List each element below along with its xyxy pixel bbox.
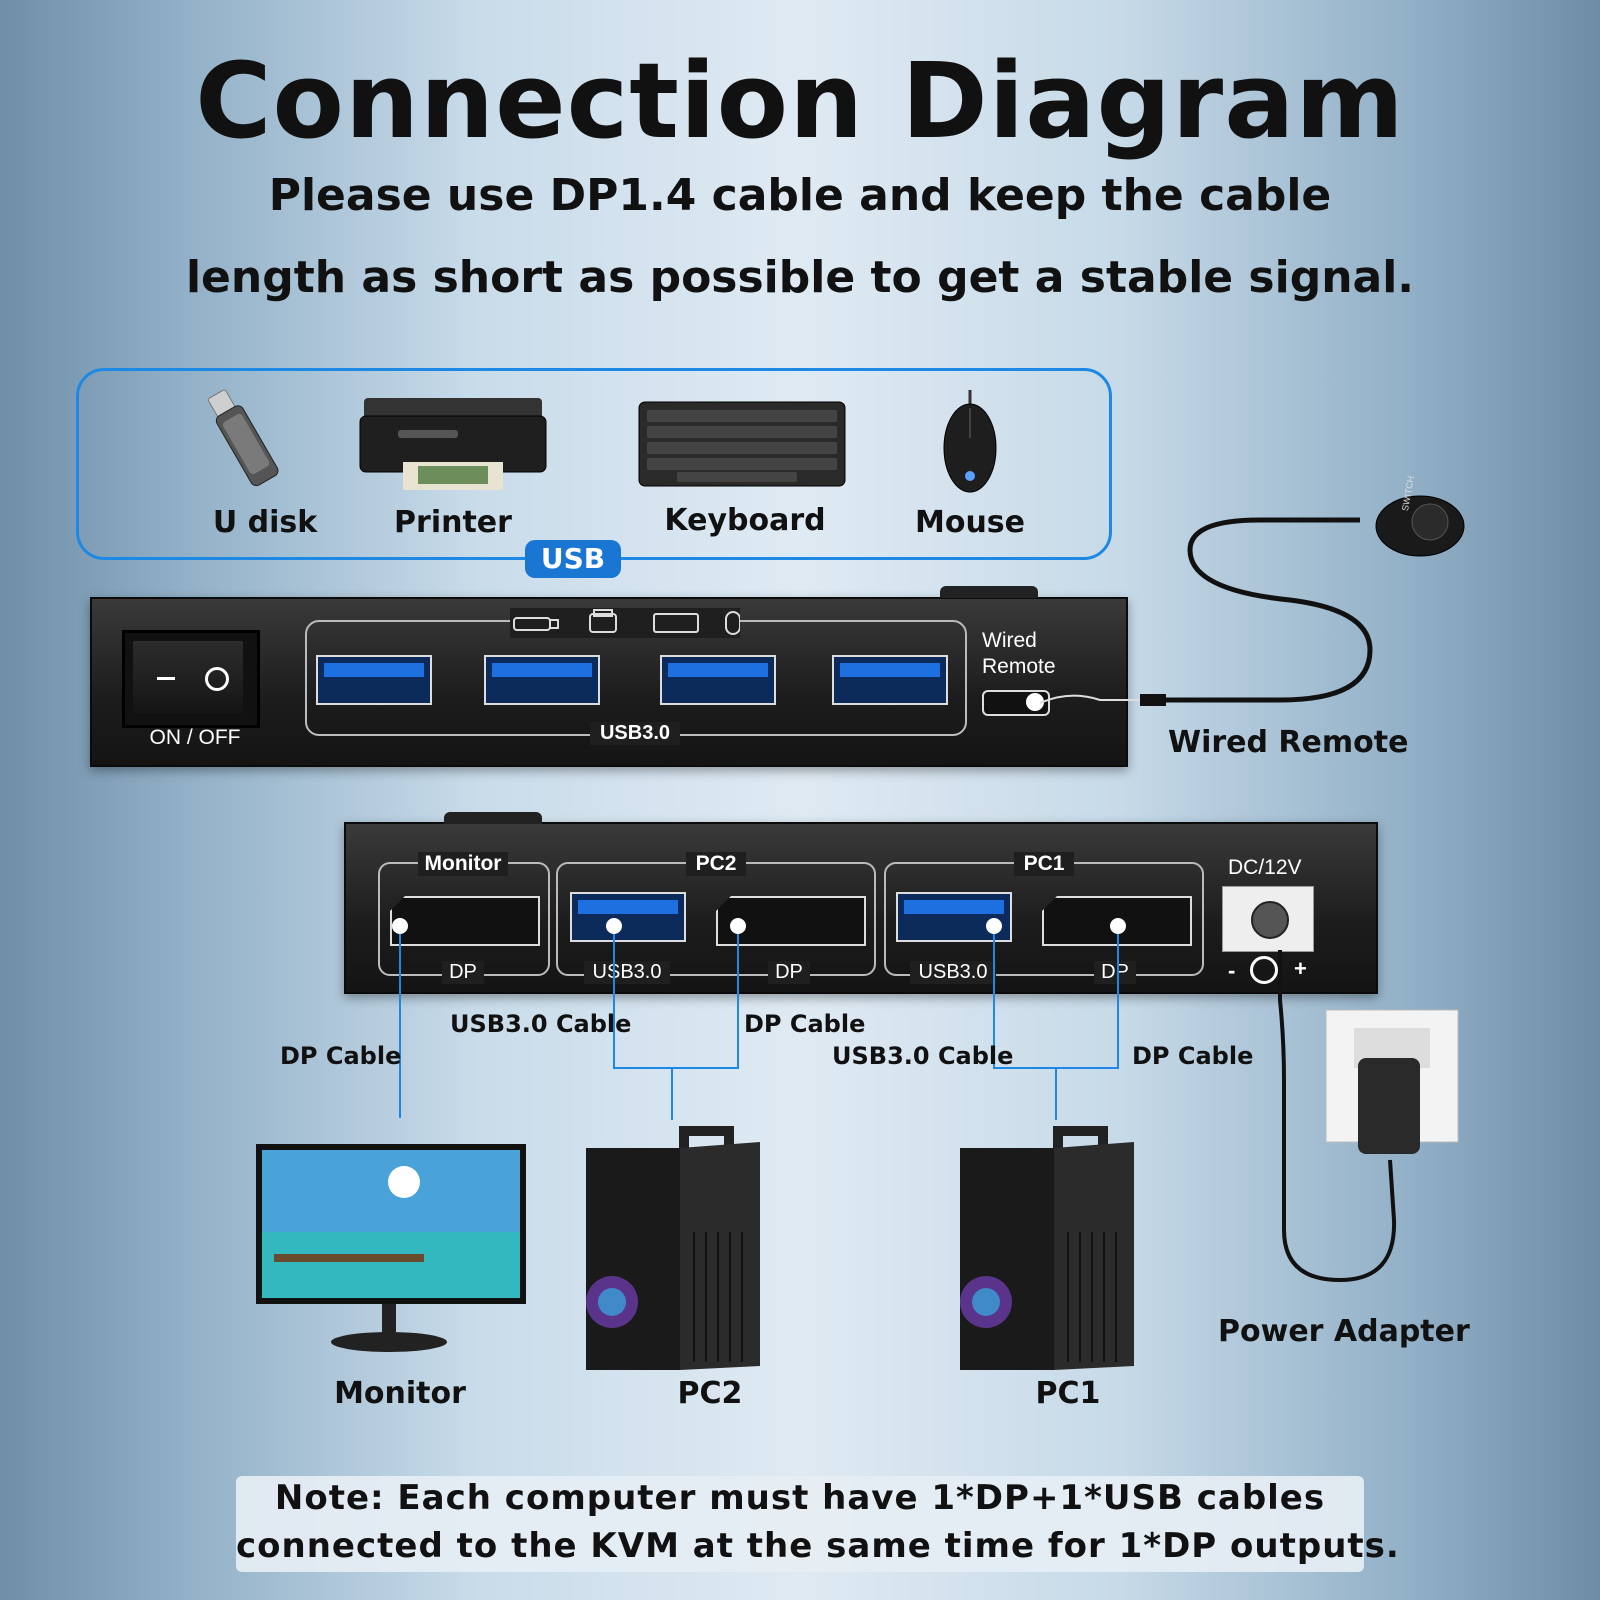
note-line-2: connected to the KVM at the same time fo… xyxy=(236,1526,1400,1566)
subtitle-line-2: length as short as possible to get a sta… xyxy=(185,252,1415,303)
wired-remote-connector-dot xyxy=(1026,693,1044,711)
monitor-dp-cable-label: DP Cable xyxy=(280,1042,402,1070)
polarity-plus: + xyxy=(1294,956,1307,981)
usb-tag: USB xyxy=(525,540,621,578)
monitor-dp-label: DP xyxy=(442,961,484,984)
pc2-usb-port[interactable] xyxy=(570,892,686,942)
monitor-label: Monitor xyxy=(334,1376,466,1411)
power-outlet-icon xyxy=(1325,1009,1459,1154)
wired-remote-cable xyxy=(1040,495,1465,706)
note-line-1: Note: Each computer must have 1*DP+1*USB… xyxy=(274,1478,1326,1518)
wired-remote-port-label-line1: Wired xyxy=(982,629,1037,652)
wired-remote-label: Wired Remote xyxy=(1168,725,1409,760)
pc1-usb-port[interactable] xyxy=(896,892,1012,942)
kvm-top-button[interactable] xyxy=(940,586,1038,598)
pc1-dp-cable-label: DP Cable xyxy=(1132,1042,1254,1070)
pc1-tower-icon xyxy=(960,1126,1134,1370)
pc2-usb-label: USB3.0 xyxy=(584,961,670,984)
mouse-icon xyxy=(943,390,997,493)
front-usb-port-3[interactable] xyxy=(660,655,776,705)
pc2-usb-cable-label: USB3.0 Cable xyxy=(450,1010,632,1038)
u-disk-icon xyxy=(207,389,279,487)
pc1-label: PC1 xyxy=(1035,1376,1101,1411)
dc-power-label: DC/12V xyxy=(1228,856,1302,879)
wired-remote-port-label: Wired Remote xyxy=(982,628,1056,680)
pc1-group-title: PC1 xyxy=(1014,852,1074,876)
pc2-tower-icon xyxy=(586,1126,760,1370)
monitor-group-title: Monitor xyxy=(418,852,508,876)
pc1-dp-label: DP xyxy=(1094,961,1136,984)
pc2-dp-port[interactable] xyxy=(716,896,866,946)
monitor-dp-port[interactable] xyxy=(390,896,540,946)
printer-label: Printer xyxy=(394,505,512,540)
wired-remote-port-label-line2: Remote xyxy=(982,655,1056,678)
note-box xyxy=(236,1476,1364,1572)
pc1-usb-label: USB3.0 xyxy=(910,961,996,984)
mouse-label: Mouse xyxy=(914,505,1026,540)
power-switch[interactable] xyxy=(122,630,260,728)
polarity-minus: - xyxy=(1228,958,1236,983)
kvm-back-top-button xyxy=(444,812,542,824)
pc1-usb-cable-label: USB3.0 Cable xyxy=(832,1042,1014,1070)
dc-power-port[interactable] xyxy=(1222,886,1314,952)
usb-group-label: USB3.0 xyxy=(590,722,680,745)
keyboard-label: Keyboard xyxy=(664,503,826,538)
pc2-group-title: PC2 xyxy=(686,852,746,876)
pc2-dp-cable-label: DP Cable xyxy=(744,1010,866,1038)
power-switch-label: ON / OFF xyxy=(149,726,241,749)
page-title: Connection Diagram xyxy=(195,40,1405,162)
u-disk-label: U disk xyxy=(212,505,318,540)
subtitle-line-1: Please use DP1.4 cable and keep the cabl… xyxy=(268,170,1332,221)
front-usb-port-2[interactable] xyxy=(484,655,600,705)
printer-icon xyxy=(359,398,547,490)
keyboard-icon xyxy=(638,401,846,487)
monitor-icon xyxy=(256,1144,526,1352)
pc2-dp-label: DP xyxy=(768,961,810,984)
polarity-symbol-icon xyxy=(1250,956,1278,984)
front-usb-port-1[interactable] xyxy=(316,655,432,705)
power-adapter-label: Power Adapter xyxy=(1218,1314,1470,1349)
usb-device-icons-row xyxy=(510,608,740,638)
pc2-label: PC2 xyxy=(677,1376,743,1411)
front-usb-port-4[interactable] xyxy=(832,655,948,705)
pc1-dp-port[interactable] xyxy=(1042,896,1192,946)
